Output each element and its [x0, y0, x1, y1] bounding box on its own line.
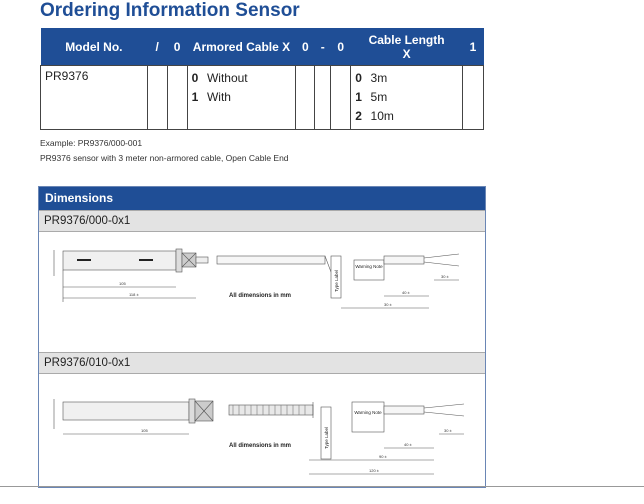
- empty-cell: [330, 65, 352, 130]
- example-line-1: Example: PR9376/000-001: [40, 138, 143, 148]
- armored-option: 0 Without: [191, 71, 248, 85]
- cable-option: 1 5m: [355, 90, 388, 104]
- header-cable: Cable Length X: [350, 28, 463, 66]
- ordering-table-header: Model No. / 0 Armored Cable X 0 - 0 Cabl…: [40, 28, 484, 66]
- header-zero-3: 0: [330, 28, 351, 66]
- dimensions-panel: Dimensions PR9376/000-0x1: [38, 186, 486, 488]
- armored-option: 1 With: [191, 90, 231, 104]
- dims-note-2: All dimensions in mm: [229, 443, 291, 449]
- svg-text:30 ±: 30 ±: [441, 274, 450, 279]
- header-slash: /: [147, 28, 168, 66]
- example-line-2: PR9376 sensor with 3 meter non-armored c…: [40, 153, 289, 163]
- model-cell: PR9376: [40, 65, 148, 130]
- header-one: 1: [462, 28, 484, 66]
- svg-text:120 ±: 120 ±: [369, 468, 380, 473]
- warning-note-2: Warning Note: [354, 410, 382, 415]
- svg-text:40 ±: 40 ±: [404, 442, 413, 447]
- header-armored: Armored Cable X: [187, 28, 296, 66]
- svg-text:105: 105: [119, 281, 126, 286]
- empty-cell: [295, 65, 316, 130]
- cable-option: 2 10m: [355, 109, 394, 123]
- type-label-2: Type Label: [324, 427, 329, 449]
- cable-option: 0 3m: [355, 71, 388, 85]
- page-divider: [0, 486, 644, 487]
- svg-text:30 ±: 30 ±: [444, 428, 453, 433]
- svg-text:118 ±: 118 ±: [129, 292, 139, 297]
- svg-text:30 ±: 30 ±: [384, 302, 393, 307]
- page-title: Ordering Information Sensor: [40, 0, 300, 21]
- empty-cell: [166, 65, 188, 130]
- header-model: Model No.: [40, 28, 148, 66]
- type-label-1: Type Label: [334, 270, 339, 292]
- svg-text:40 ±: 40 ±: [402, 290, 411, 295]
- dimensions-title: Dimensions: [39, 187, 485, 210]
- header-zero-2: 0: [295, 28, 315, 66]
- drawing-sensor-armored: 105 All dimensions in mm Type Label Warn…: [53, 398, 465, 475]
- ordering-table: Model No. / 0 Armored Cable X 0 - 0 Cabl…: [40, 28, 484, 130]
- empty-cell: [146, 65, 168, 130]
- warning-note-1: Warning Note: [355, 264, 383, 269]
- empty-cell: [462, 65, 484, 130]
- dims-note-1: All dimensions in mm: [229, 293, 291, 299]
- cable-options-cell: 0 3m 1 5m 2 10m: [350, 65, 463, 130]
- drawing-sensor-unarmored: 105 118 ± All dimensions in mm Type Labe…: [53, 248, 460, 309]
- armored-options-cell: 0 Without 1 With: [186, 65, 297, 130]
- svg-text:90 ±: 90 ±: [379, 454, 388, 459]
- header-zero-1: 0: [167, 28, 188, 66]
- empty-cell: [314, 65, 332, 130]
- section-label-1: PR9376/000-0x1: [39, 210, 485, 232]
- section-label-2: PR9376/010-0x1: [39, 352, 485, 374]
- ordering-table-row: PR9376 0 Without 1 With 0 3m 1 5m 2 10m: [40, 65, 484, 130]
- svg-text:105: 105: [141, 428, 148, 433]
- header-dash: -: [314, 28, 331, 66]
